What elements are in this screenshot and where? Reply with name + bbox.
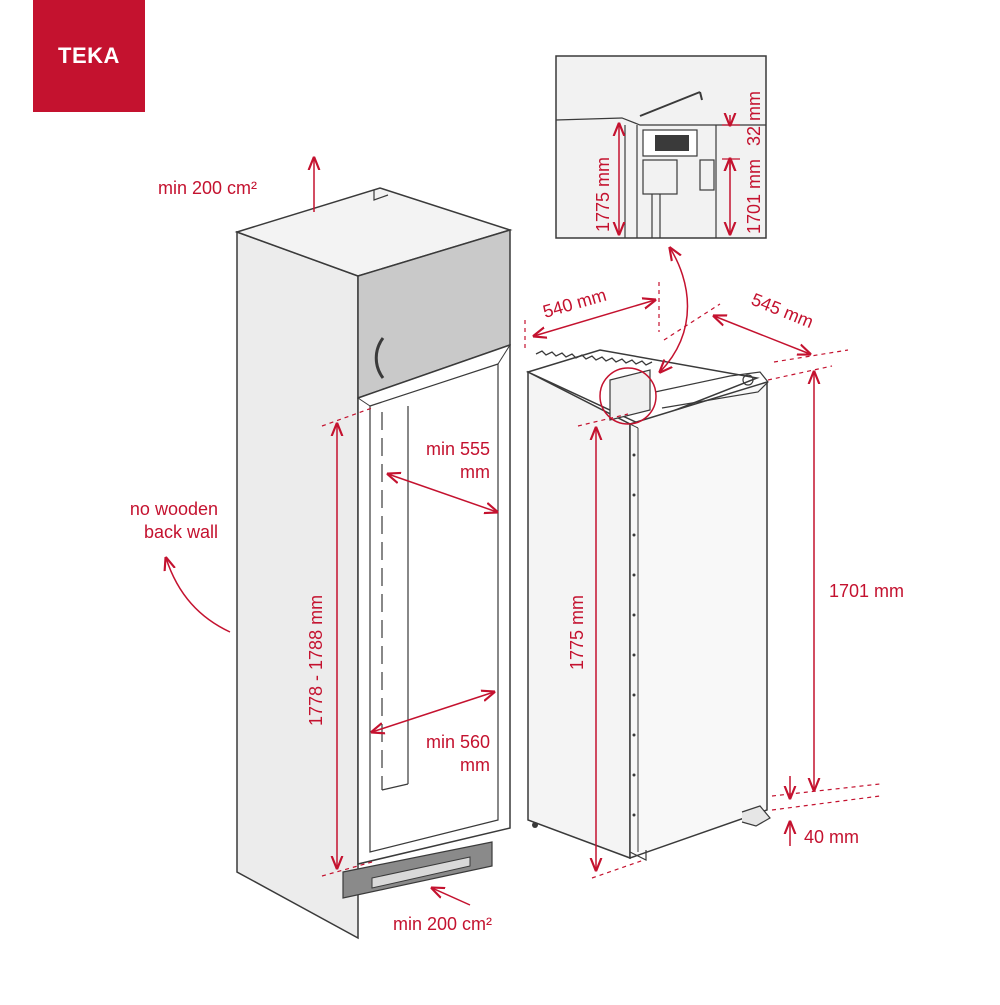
detail-door-height-label: 1701 mm	[744, 159, 764, 234]
appliance-depth-label: 545 mm	[749, 289, 817, 332]
door-height-label: 1701 mm	[829, 581, 904, 601]
detail-height-label: 1775 mm	[593, 157, 613, 232]
teka-logo: TEKA	[33, 0, 145, 112]
logo-text: TEKA	[58, 43, 120, 68]
detail-callout-arrow	[660, 248, 689, 372]
top-vent-grille	[535, 350, 653, 366]
niche-frame	[357, 343, 511, 865]
vent-top-label: min 200 cm²	[158, 178, 257, 198]
fridge-drawing	[525, 349, 771, 861]
top-bracket	[609, 369, 651, 421]
plinth-vent	[371, 856, 471, 889]
detail-top-gap-label: 32 mm	[744, 91, 764, 146]
detail-callout-circle	[599, 367, 657, 425]
cabinet-side-panel	[236, 230, 359, 940]
detail-inset: 1775 mm 1701 mm 32 mm	[555, 55, 767, 239]
back-wall-label-line1: no wooden	[130, 499, 218, 519]
cabinet-drawing	[234, 187, 513, 940]
fridge-door	[629, 380, 768, 860]
door-handle	[374, 337, 385, 379]
niche-depth-label-line2: mm	[460, 462, 490, 482]
vent-bottom-label: min 200 cm²	[393, 914, 492, 934]
niche-depth-label-line1: min 555	[426, 439, 490, 459]
niche-width-label-line1: min 560	[426, 732, 490, 752]
appliance-height-label: 1775 mm	[567, 595, 587, 670]
dimension-lines	[166, 158, 881, 906]
back-wall-label-line2: back wall	[144, 522, 218, 542]
niche-width-label-line2: mm	[460, 755, 490, 775]
plinth-gap-label: 40 mm	[804, 827, 859, 847]
door-rail-dots	[632, 453, 636, 817]
niche-height-label: 1778 - 1788 mm	[306, 595, 326, 726]
